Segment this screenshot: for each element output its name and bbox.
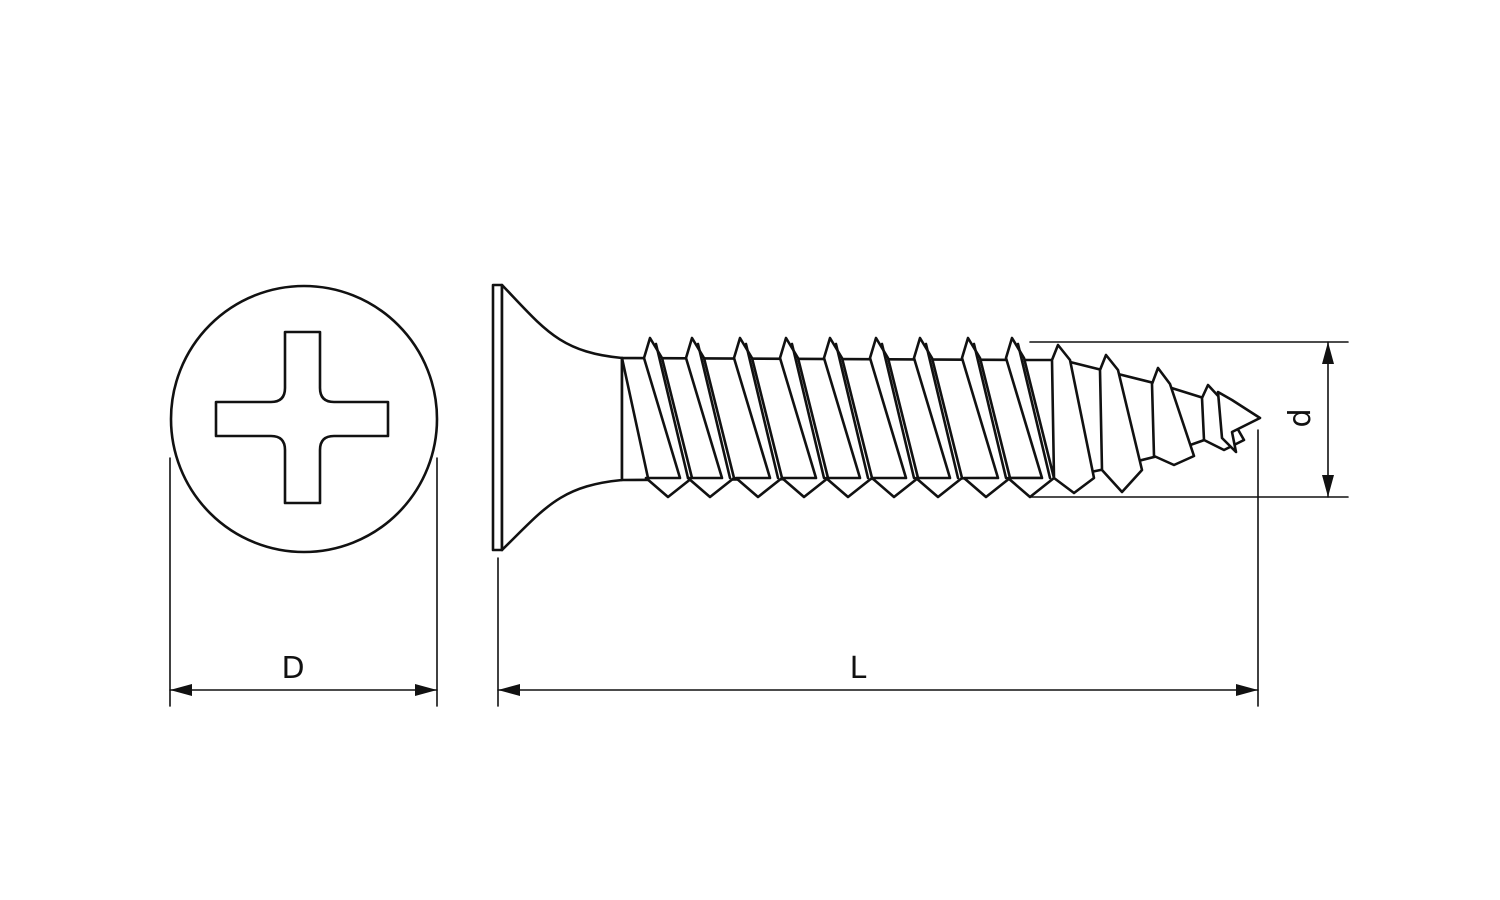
length-label: L — [850, 651, 867, 686]
thread-crest — [778, 336, 830, 499]
thread-flank-line — [972, 342, 1008, 480]
thread-crest — [732, 336, 784, 499]
thread-crest — [1004, 336, 1056, 499]
screw-tip — [1216, 390, 1262, 454]
length-dimension: L — [497, 429, 1259, 707]
thread-crest — [822, 336, 874, 499]
head-diameter-dimension: D — [169, 457, 438, 707]
thread-diameter-label: d — [1283, 408, 1318, 427]
thread-flank-line — [1016, 342, 1052, 480]
thread-crest — [684, 336, 736, 499]
thread-crest — [868, 336, 920, 499]
thread-diameter-dimension: d — [1029, 341, 1349, 498]
thread-flank-line — [880, 342, 916, 480]
thread-crest — [912, 336, 964, 499]
thread-crest-taper — [1050, 343, 1096, 495]
phillips-cross-recess-icon — [214, 330, 390, 505]
screw-threads — [642, 336, 1246, 499]
thread-crest — [960, 336, 1012, 499]
head-diameter-label: D — [281, 651, 304, 686]
thread-flank-line — [696, 342, 732, 480]
thread-flank-line — [654, 342, 690, 480]
head-top-view — [169, 284, 439, 554]
thread-crest-taper — [1150, 366, 1196, 467]
thread-crest — [642, 336, 694, 499]
head-outline-circle — [169, 284, 439, 554]
thread-crest-taper — [1098, 353, 1144, 494]
screw-head-flat — [491, 283, 504, 552]
thread-flank-line — [924, 342, 960, 480]
screw-side-view — [491, 283, 1262, 552]
thread-flank-line — [790, 342, 826, 480]
thread-flank-line — [744, 342, 780, 480]
screw-head-countersink — [500, 283, 624, 552]
thread-flank-line — [834, 342, 870, 480]
